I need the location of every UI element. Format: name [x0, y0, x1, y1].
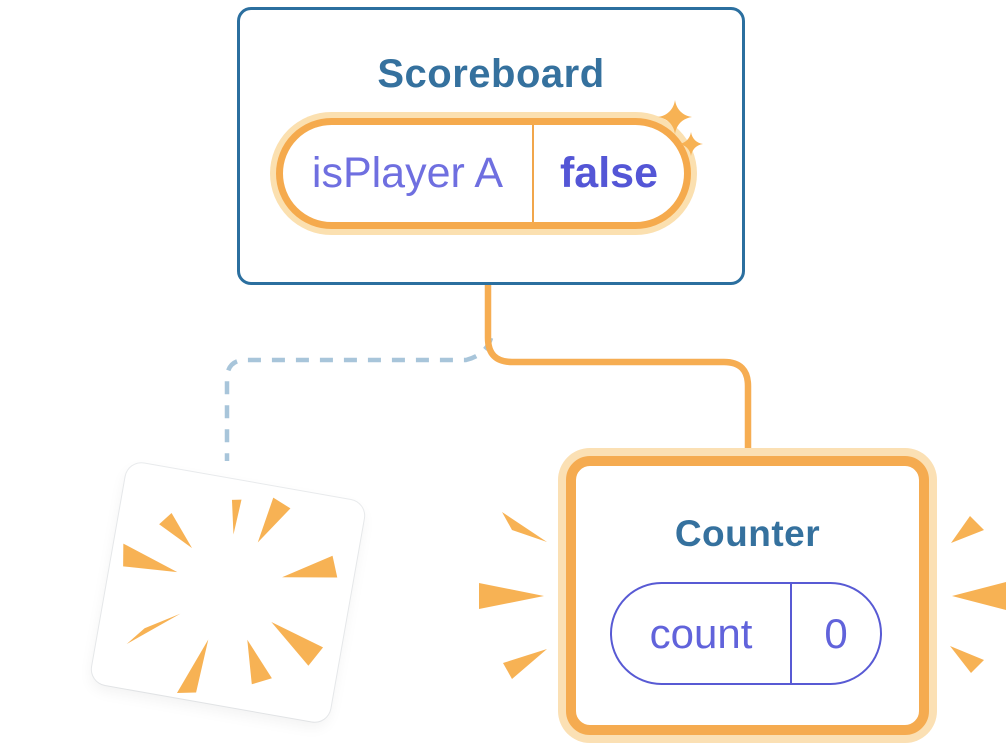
counter-title: Counter: [674, 513, 821, 554]
count-label: count: [649, 609, 753, 657]
counter-card: Counter count 0: [566, 456, 929, 735]
scoreboard-card: Scoreboard isPlayer A false: [237, 7, 745, 285]
scoreboard-state-pill: isPlayer A false: [276, 118, 691, 229]
state-pill-divider: [532, 125, 534, 222]
count-pill-divider: [790, 584, 792, 683]
state-value: false: [559, 149, 658, 197]
state-label: isPlayer A: [311, 149, 504, 197]
destroyed-component-card: [89, 460, 367, 725]
count-value: 0: [824, 609, 848, 657]
sparkle-icon: [658, 100, 703, 156]
dashed-destroy-line: [224, 337, 494, 461]
orange-connector-line: [484, 285, 752, 452]
poof-burst-icon: [123, 497, 338, 693]
counter-state-pill: count 0: [610, 582, 882, 685]
scoreboard-title: Scoreboard: [377, 52, 605, 96]
